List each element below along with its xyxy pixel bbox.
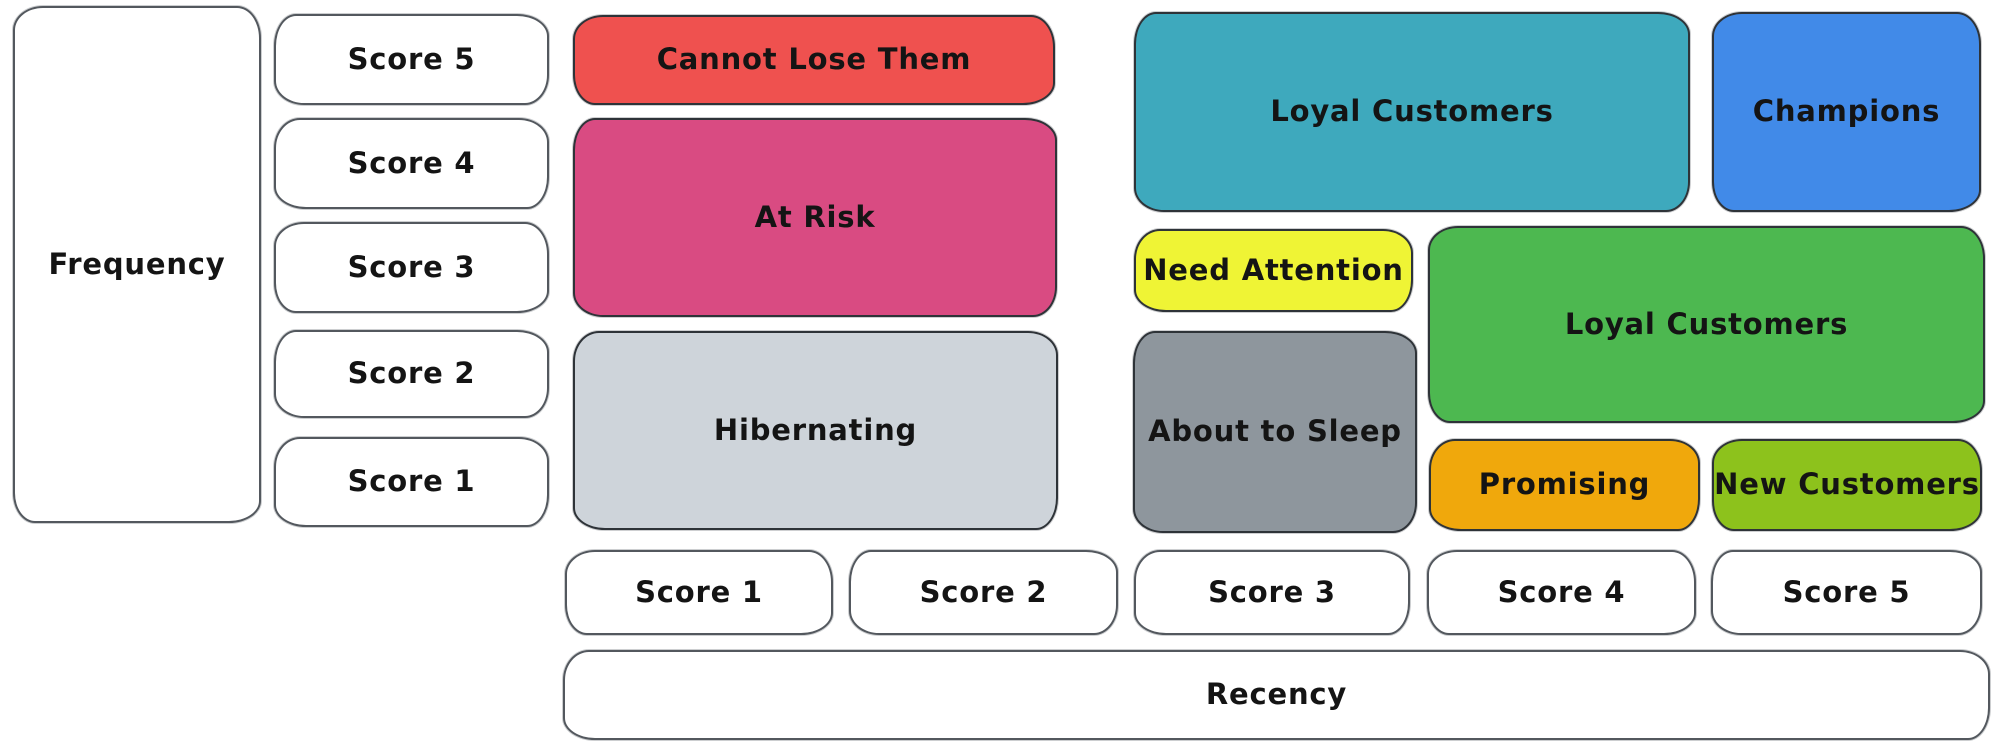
y-axis-score-1-label: Score 1: [347, 464, 476, 499]
y-axis-score-3-label: Score 3: [347, 249, 476, 284]
segment-loyal-customers-top-label: Loyal Customers: [1270, 94, 1554, 129]
segment-about-to-sleep-label: About to Sleep: [1148, 414, 1402, 449]
segment-at-risk: At Risk: [573, 118, 1057, 317]
x-axis-score-4-label: Score 4: [1497, 574, 1626, 609]
y-axis-label-box: Frequency: [13, 6, 261, 523]
x-axis-label: Recency: [1205, 677, 1348, 712]
segment-hibernating: Hibernating: [573, 331, 1058, 530]
x-axis-score-5-label: Score 5: [1782, 574, 1911, 609]
segment-about-to-sleep: About to Sleep: [1133, 331, 1417, 533]
y-axis-score-4: Score 4: [274, 118, 549, 209]
segment-loyal-customers-mid-label: Loyal Customers: [1564, 306, 1849, 341]
y-axis-score-5: Score 5: [274, 14, 549, 105]
y-axis-score-5-label: Score 5: [347, 41, 476, 76]
y-axis-score-3: Score 3: [274, 222, 549, 313]
x-axis-score-3-label: Score 3: [1208, 574, 1336, 609]
segment-need-attention: Need Attention: [1134, 229, 1413, 312]
x-axis-score-1-label: Score 1: [635, 574, 763, 609]
y-axis-score-2: Score 2: [274, 330, 549, 418]
y-axis-score-1: Score 1: [274, 437, 549, 527]
x-axis-score-2-label: Score 2: [919, 574, 1048, 609]
x-axis-label-box: Recency: [563, 650, 1990, 740]
x-axis-score-4: Score 4: [1427, 550, 1696, 635]
segment-new-customers-label: New Customers: [1714, 467, 1980, 502]
segment-new-customers: New Customers: [1712, 439, 1982, 531]
x-axis-score-1: Score 1: [565, 550, 833, 635]
x-axis-score-5: Score 5: [1711, 550, 1982, 635]
segment-cannot-lose-them-label: Cannot Lose Them: [656, 42, 972, 77]
x-axis-score-3: Score 3: [1134, 550, 1410, 635]
y-axis-score-4-label: Score 4: [347, 145, 476, 180]
segment-hibernating-label: Hibernating: [713, 412, 918, 447]
segment-cannot-lose-them: Cannot Lose Them: [573, 15, 1055, 105]
y-axis-label: Frequency: [48, 246, 226, 281]
x-axis-score-2: Score 2: [849, 550, 1118, 635]
segment-promising-label: Promising: [1478, 467, 1651, 502]
segment-loyal-customers-top: Loyal Customers: [1134, 12, 1690, 212]
segment-champions-label: Champions: [1752, 94, 1941, 129]
y-axis-score-2-label: Score 2: [347, 356, 476, 391]
segment-champions: Champions: [1712, 12, 1981, 212]
segment-promising: Promising: [1429, 439, 1700, 531]
segment-loyal-customers-mid: Loyal Customers: [1428, 226, 1985, 423]
segment-need-attention-label: Need Attention: [1143, 252, 1404, 287]
segment-at-risk-label: At Risk: [754, 199, 876, 234]
